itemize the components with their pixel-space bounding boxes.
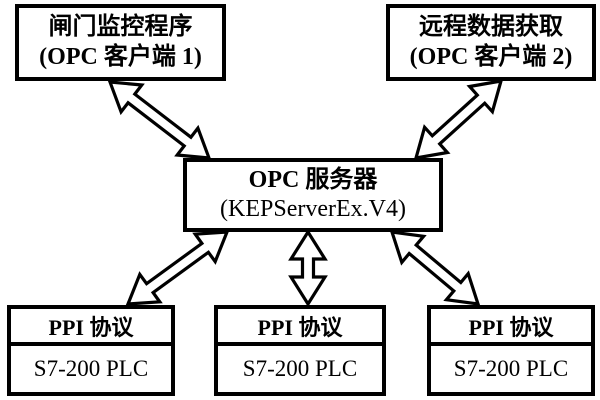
server-title: OPC 服务器 [248, 166, 378, 193]
server-subtitle: (KEPServerEx.V4) [220, 196, 406, 222]
box-plc-3: PPI 协议 S7-200 PLC [427, 305, 595, 396]
box-opc-client-1: 闸门监控程序 (OPC 客户端 1) [15, 4, 226, 81]
box-plc-2: PPI 协议 S7-200 PLC [214, 305, 386, 396]
client2-subtitle: (OPC 客户端 2) [409, 43, 573, 70]
double-arrow-server-plc3 [389, 230, 481, 306]
box-opc-server: OPC 服务器 (KEPServerEx.V4) [183, 158, 443, 232]
double-arrow-server-plc2 [288, 228, 328, 308]
plc1-protocol-label: PPI 协议 [11, 309, 171, 346]
box-opc-client-2: 远程数据获取 (OPC 客户端 2) [386, 4, 596, 81]
double-arrow-server-client1 [107, 80, 212, 160]
box-plc-1: PPI 协议 S7-200 PLC [7, 305, 175, 396]
plc1-device-label: S7-200 PLC [33, 356, 149, 381]
plc3-device-label: S7-200 PLC [453, 356, 569, 381]
plc2-protocol-label: PPI 协议 [218, 309, 382, 346]
client1-title: 闸门监控程序 [48, 14, 193, 41]
client1-subtitle: (OPC 客户端 1) [39, 43, 202, 70]
double-arrow-server-client2 [413, 78, 504, 161]
double-arrow-server-plc1 [125, 230, 230, 306]
client2-title: 远程数据获取 [419, 14, 563, 41]
plc2-device-label: S7-200 PLC [242, 356, 358, 381]
plc3-protocol-label: PPI 协议 [431, 309, 591, 346]
